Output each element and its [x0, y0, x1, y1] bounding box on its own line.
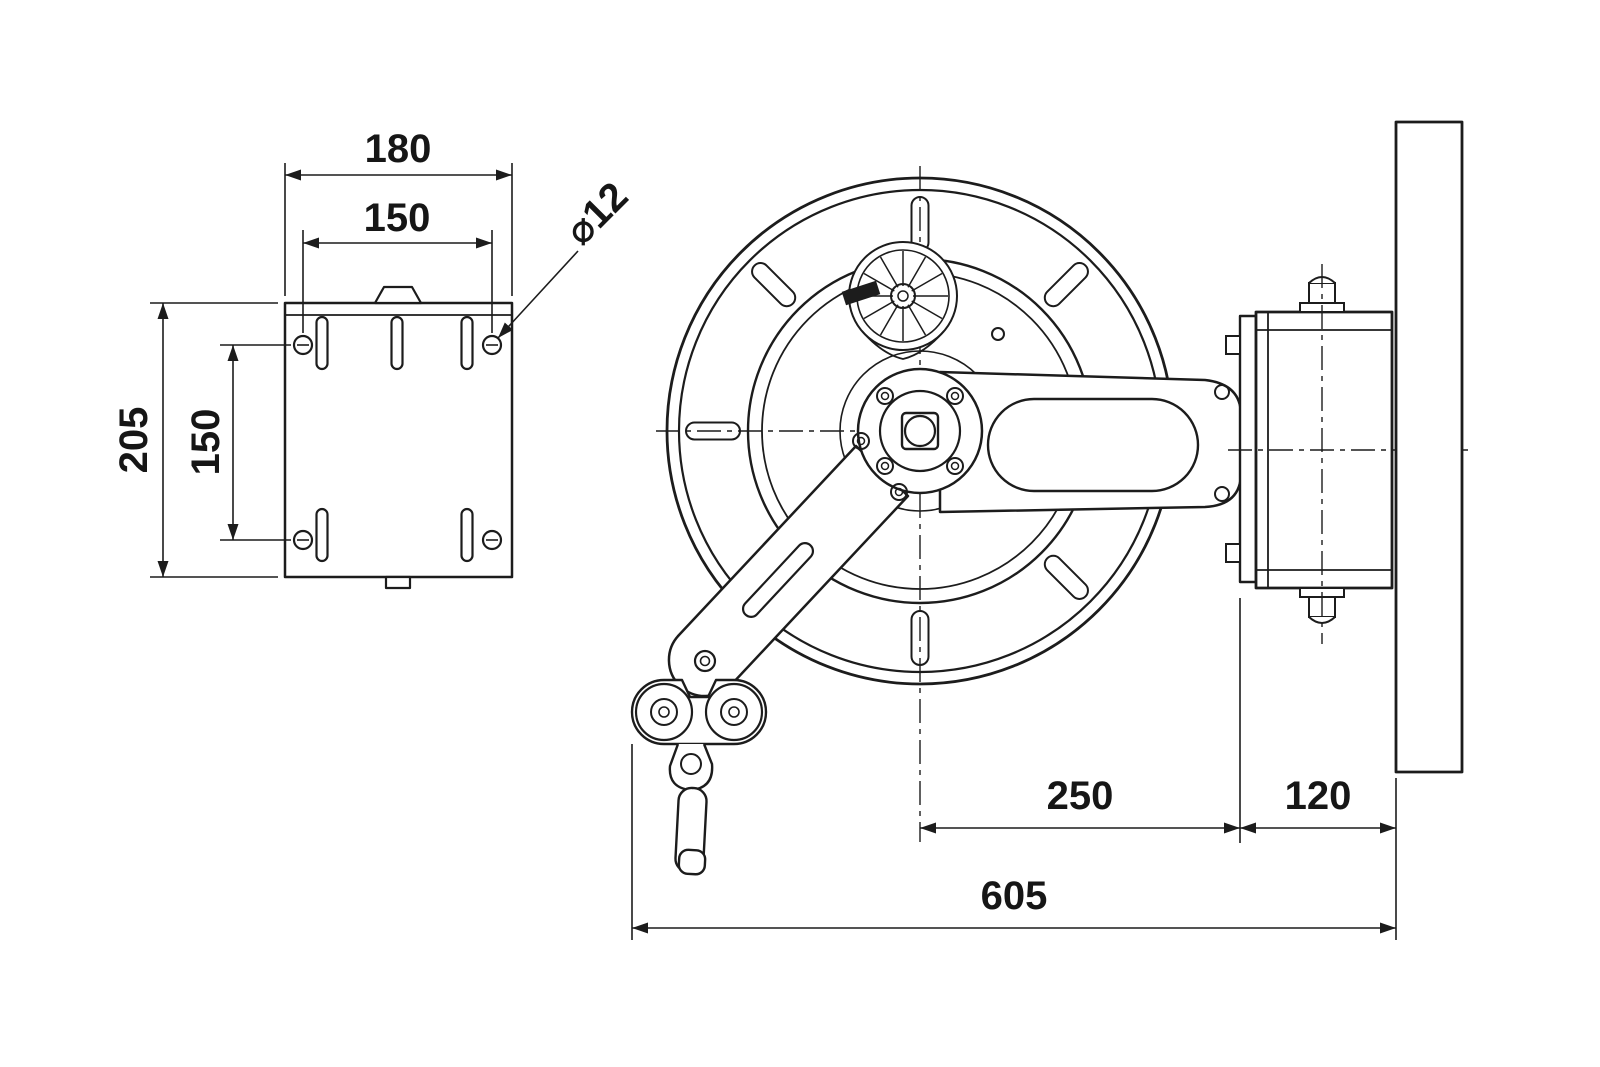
- slot: [315, 507, 329, 563]
- mounting-screw: [481, 529, 503, 551]
- dim-label-150-horizontal: 150: [364, 196, 431, 240]
- disc-slot: [910, 610, 930, 666]
- disc-slot: [1043, 554, 1089, 600]
- arm-bolt: [890, 483, 908, 501]
- reel-hub: [852, 367, 984, 501]
- reel-side-view: [630, 120, 1472, 876]
- wall: [1394, 120, 1464, 774]
- spring-clip: [841, 280, 881, 306]
- reel-dimensions: 250 120 605: [631, 598, 1397, 940]
- guide-arm: [667, 444, 910, 698]
- bracket-back-plate: [1238, 314, 1258, 584]
- hose-outlet: [668, 743, 714, 792]
- dim-label-120: 120: [1285, 774, 1352, 818]
- bracket-bottom-tab: [384, 575, 412, 590]
- arm-cutout: [986, 397, 1200, 493]
- ratchet-mechanism: [841, 241, 1005, 360]
- slot: [460, 507, 474, 563]
- dim-label-diameter-12: ⌀12: [557, 174, 637, 254]
- roller: [634, 682, 694, 742]
- slot: [315, 315, 329, 371]
- mounting-screw: [481, 334, 503, 356]
- plate-bolt: [1225, 543, 1241, 563]
- bracket-front-view: [283, 285, 514, 590]
- arm-slot: [741, 542, 815, 618]
- dimension-height-holes: 150: [184, 344, 291, 541]
- mounting-screw: [292, 529, 314, 551]
- hose-connector: [677, 848, 707, 876]
- pawl: [861, 330, 945, 360]
- bracket-plate: [283, 301, 514, 579]
- swivel-arm: [938, 370, 1243, 514]
- bracket-top-tab: [373, 285, 423, 305]
- disc-slot: [685, 421, 741, 441]
- hub-bolt: [876, 457, 894, 475]
- dim-label-205: 205: [112, 407, 156, 474]
- hub-bolt: [946, 457, 964, 475]
- dimension-hole-diameter: ⌀12: [497, 174, 637, 339]
- hub-shaft: [900, 411, 940, 451]
- hub-bolt: [876, 387, 894, 405]
- roller: [704, 682, 764, 742]
- dimension-bracket-depth: 120: [1240, 774, 1397, 940]
- ratchet-spokes: [858, 251, 948, 341]
- hub-bolt: [946, 387, 964, 405]
- dimension-height-outer: 205: [112, 302, 278, 578]
- dim-label-150-vertical: 150: [184, 409, 228, 476]
- wall-bracket: [1225, 264, 1472, 644]
- arm-bolt: [1214, 486, 1230, 502]
- hose-guide: [630, 678, 768, 876]
- arm-bolt: [852, 432, 870, 450]
- dim-label-605: 605: [981, 874, 1048, 918]
- dim-label-250: 250: [1047, 774, 1114, 818]
- disc-slot: [751, 262, 797, 308]
- plate-bolt: [1225, 335, 1241, 355]
- slot: [390, 315, 404, 371]
- dim-label-180: 180: [365, 127, 432, 171]
- bracket-dimensions: 180 150 205 150 ⌀: [112, 127, 637, 578]
- dimension-width-holes: 150: [302, 196, 493, 333]
- dimension-overall-depth: 605: [631, 744, 1396, 940]
- dimension-width-outer: 180: [284, 127, 513, 296]
- pin: [991, 327, 1005, 341]
- dimension-center-to-bracket: 250: [920, 598, 1241, 843]
- slot: [460, 315, 474, 371]
- mounting-screw: [292, 334, 314, 356]
- disc-slot: [1043, 262, 1089, 308]
- arm-bolt: [1214, 384, 1230, 400]
- outlet-pin: [680, 753, 702, 775]
- arm-pivot: [693, 649, 717, 673]
